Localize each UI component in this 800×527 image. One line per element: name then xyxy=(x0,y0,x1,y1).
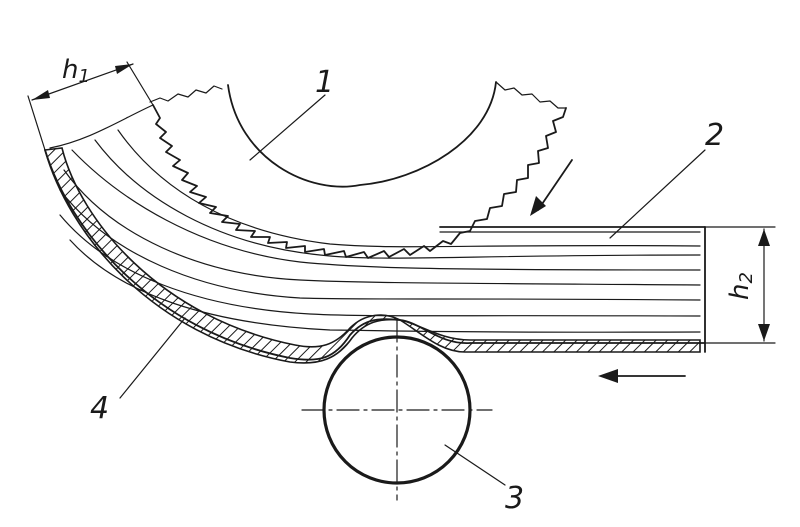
strip-leader-line xyxy=(609,149,706,239)
h1-arrow-right xyxy=(115,64,133,74)
h2-arrow-top xyxy=(758,229,770,246)
roll-leader-line xyxy=(249,94,326,161)
h1-label: h1 xyxy=(62,55,90,87)
roller-leader-line xyxy=(444,444,506,486)
h2-arrow-bottom xyxy=(758,324,770,341)
h2-label: h2 xyxy=(725,272,757,300)
shell-leader-line xyxy=(119,317,186,399)
strip-label: 2 xyxy=(705,118,724,153)
roll-label: 1 xyxy=(315,65,334,100)
shell-label: 4 xyxy=(90,391,109,426)
shell-hatched-straight xyxy=(399,319,701,353)
h1-arrow-left xyxy=(32,90,50,100)
shell-hatched xyxy=(43,147,401,364)
roll-inner-arc xyxy=(227,81,497,188)
roll-arrow-shaft xyxy=(537,159,573,211)
h1-extension-right xyxy=(126,61,154,106)
roll-arrow-head xyxy=(530,196,546,216)
roll-outer-edge xyxy=(149,81,567,109)
roll-serrated-edge xyxy=(152,104,567,259)
roller-label: 3 xyxy=(505,481,524,516)
h1-extension-left xyxy=(27,95,46,151)
strip-arrow-head xyxy=(598,369,618,383)
